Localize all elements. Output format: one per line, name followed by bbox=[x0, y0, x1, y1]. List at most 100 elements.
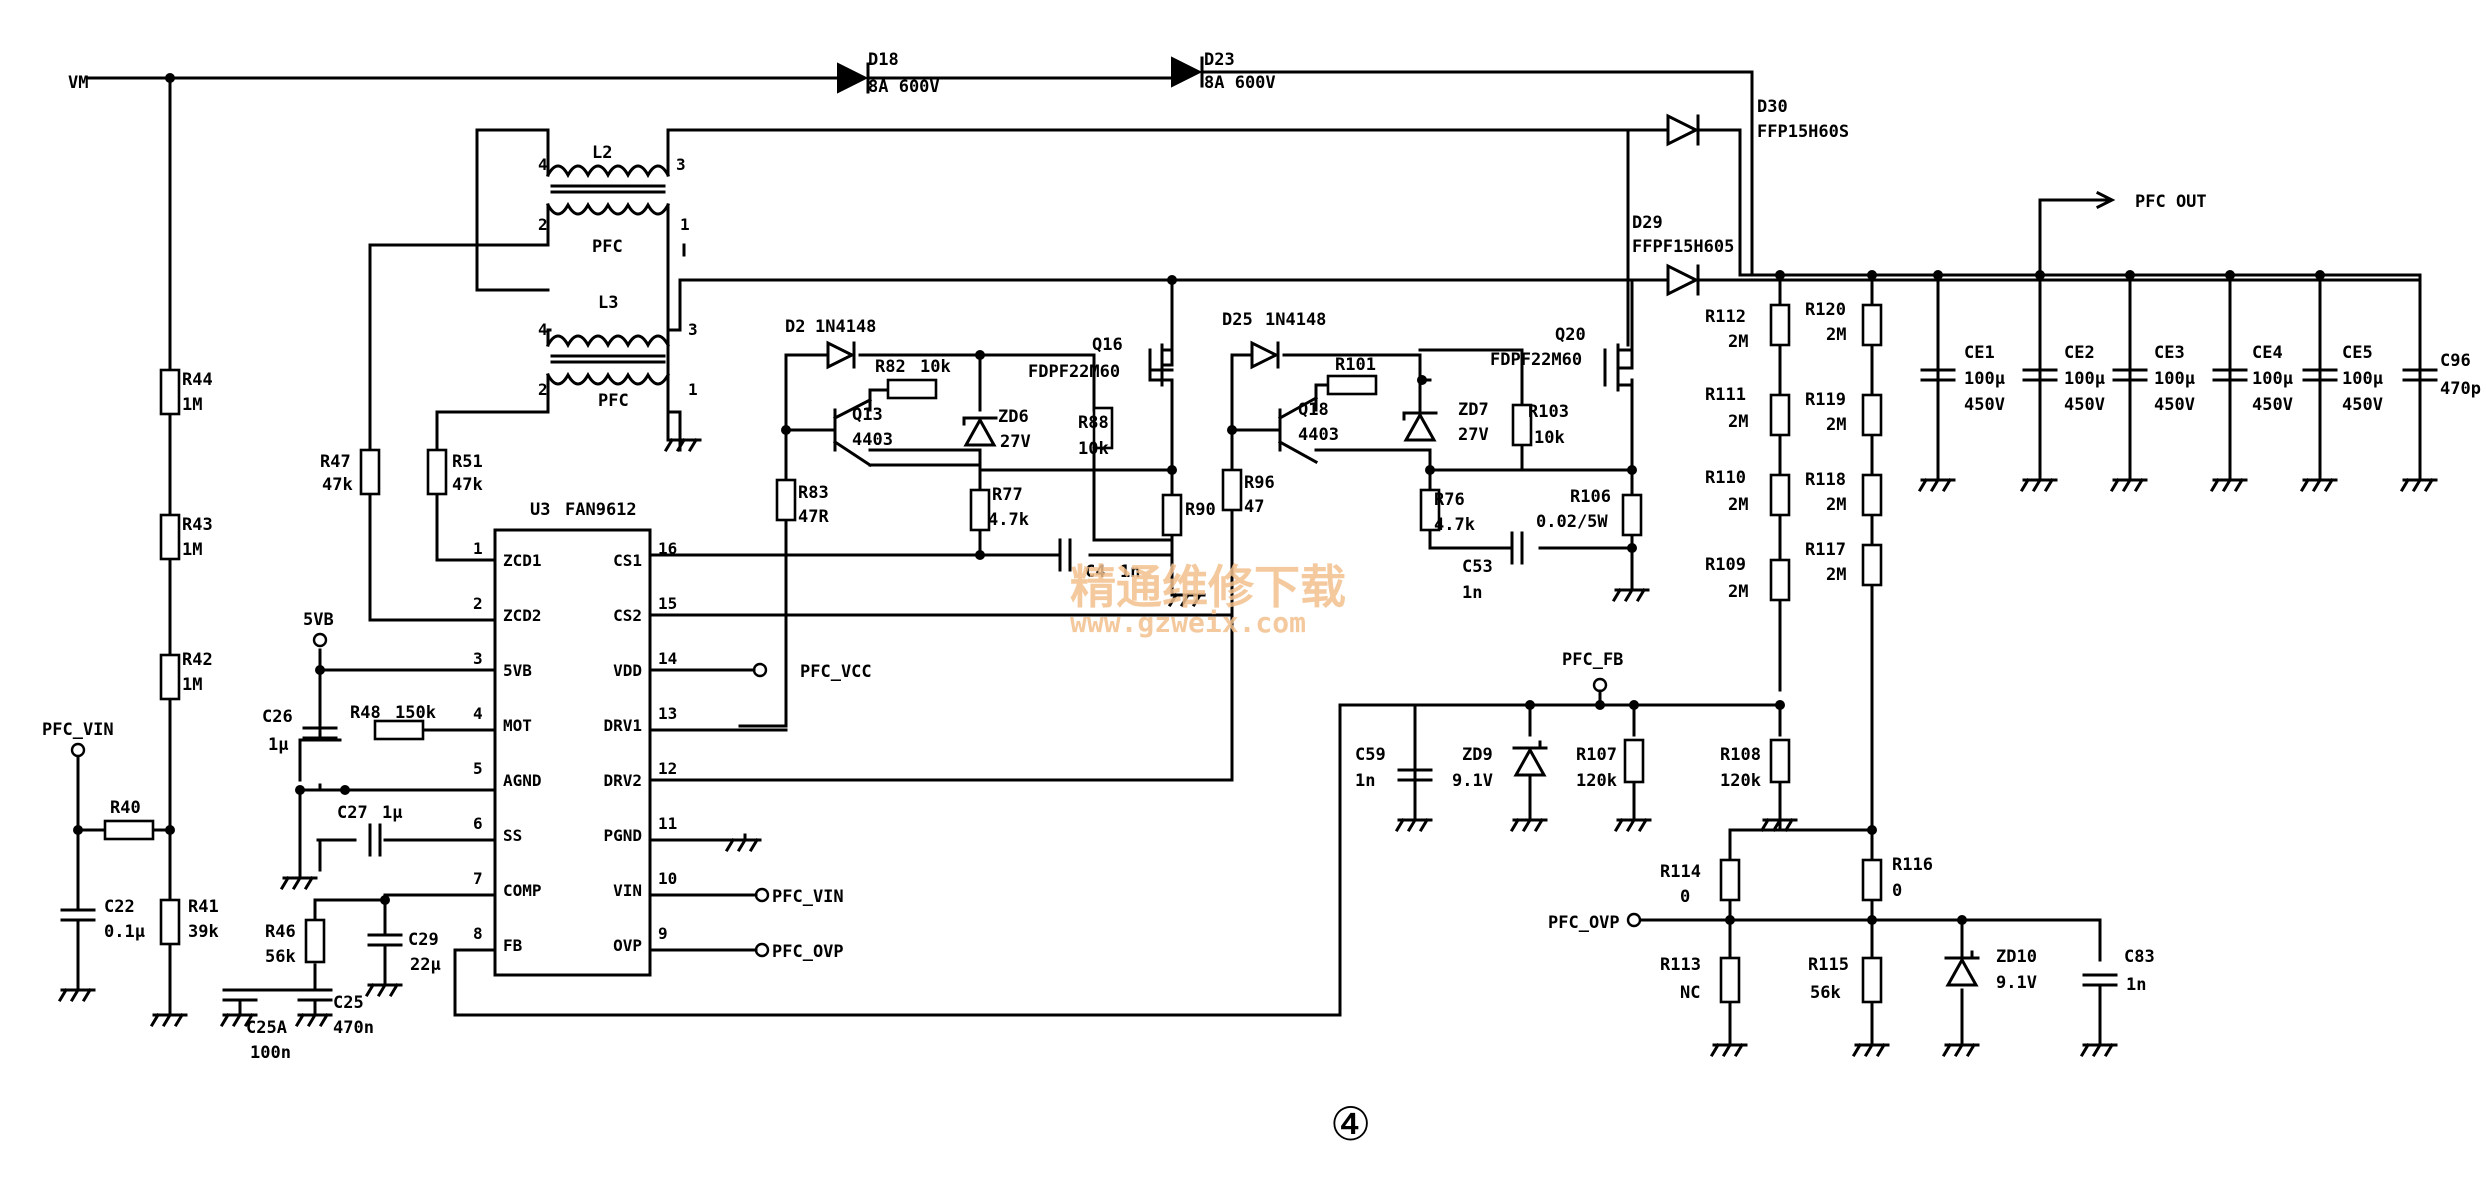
resistor-r108-icon bbox=[1769, 738, 1791, 784]
capacitor-ce1-icon bbox=[1920, 368, 1956, 382]
label-r83-value: 47R bbox=[798, 507, 829, 527]
ic-pin-name: AGND bbox=[503, 771, 542, 790]
label-c25a: C25A bbox=[246, 1018, 287, 1038]
label-q18: Q18 bbox=[1298, 400, 1329, 420]
ic-pin-number: 7 bbox=[473, 869, 483, 888]
ground-icon bbox=[149, 1012, 188, 1028]
label-ce1-value1: 100μ bbox=[1964, 369, 2005, 389]
ic-pin-name: OVP bbox=[613, 936, 642, 955]
ic-pin-number: 12 bbox=[658, 759, 677, 778]
junctions bbox=[73, 73, 2325, 925]
label-q16-value: FDPF22M60 bbox=[1028, 362, 1120, 382]
ic-pin-name: DRV1 bbox=[603, 716, 642, 735]
label-r47: R47 bbox=[320, 452, 351, 472]
label-r47-value: 47k bbox=[322, 475, 353, 495]
ic-pin-name: CS2 bbox=[613, 606, 642, 625]
ic-pin-number: 8 bbox=[473, 924, 483, 943]
label-c4-value: 1n bbox=[1120, 562, 1140, 582]
ic-pin-number: 3 bbox=[473, 649, 483, 668]
mosfet-q20-icon bbox=[1603, 343, 1634, 392]
label-r77: R77 bbox=[992, 485, 1023, 505]
ic-body bbox=[493, 528, 652, 977]
label-r46: R46 bbox=[265, 922, 296, 942]
capacitor-c26-icon bbox=[302, 726, 338, 740]
watermark-url: www.gzweix.com bbox=[1070, 606, 1306, 639]
ic-pin-number: 2 bbox=[473, 594, 483, 613]
label-q20-value: FDPF22M60 bbox=[1490, 350, 1582, 370]
label-r117-value: 2M bbox=[1826, 565, 1846, 585]
ic-u3: U3 FAN9612 1ZCD12ZCD235VB4MOT5AGND6SS7CO… bbox=[473, 500, 677, 977]
label-r96: R96 bbox=[1244, 473, 1275, 493]
ic-pin-name: ZCD1 bbox=[503, 551, 542, 570]
resistors bbox=[103, 303, 1883, 1004]
zener-zd9-icon bbox=[1512, 740, 1548, 777]
net-pfc-vin: PFC_VIN bbox=[42, 720, 114, 740]
ground-icon bbox=[1611, 587, 1650, 603]
label-c53-value: 1n bbox=[1462, 583, 1482, 603]
label-ce2-value2: 450V bbox=[2064, 395, 2105, 415]
capacitor-ce5-icon bbox=[2302, 368, 2338, 382]
capacitor-c59-icon bbox=[1397, 768, 1433, 782]
capacitor-c96-icon bbox=[2402, 368, 2438, 382]
label-d29: D29 bbox=[1632, 213, 1663, 233]
ground-icon bbox=[219, 1012, 258, 1028]
ic-pin-name: 5VB bbox=[503, 661, 532, 680]
label-c22-value: 0.1μ bbox=[104, 922, 145, 942]
label-d18: D18 bbox=[868, 50, 899, 70]
ground-icon bbox=[1917, 477, 1956, 493]
resistor-r112-icon bbox=[1769, 303, 1791, 347]
ic-part: FAN9612 bbox=[565, 500, 637, 520]
watermark: 精通维修下载 www.gzweix.com bbox=[1070, 560, 1346, 639]
diode-d30-icon bbox=[1666, 113, 1700, 147]
ic-pin-name: SS bbox=[503, 826, 522, 845]
label-r110: R110 bbox=[1705, 468, 1746, 488]
resistor-r42-icon bbox=[159, 653, 181, 701]
net-pfc-out: PFC OUT bbox=[2135, 192, 2207, 212]
label-r115-value: 56k bbox=[1810, 983, 1841, 1003]
transformer-l3-icon bbox=[545, 328, 671, 414]
label-c53: C53 bbox=[1462, 557, 1493, 577]
label-c96-value: 470p bbox=[2440, 379, 2481, 399]
pnp-q13-icon bbox=[813, 397, 873, 468]
label-r82: R82 bbox=[875, 357, 906, 377]
label-r110-value: 2M bbox=[1728, 495, 1748, 515]
label-c96: C96 bbox=[2440, 351, 2471, 371]
label-r90: R90 bbox=[1185, 500, 1216, 520]
pfc-out-arrow-icon bbox=[2095, 190, 2116, 210]
page-number: ④ bbox=[1330, 1097, 1371, 1151]
label-l3: L3 bbox=[598, 293, 618, 313]
diode-d25-icon bbox=[1250, 340, 1280, 370]
diode-d23-icon bbox=[1171, 56, 1204, 88]
ground-icon bbox=[2209, 477, 2248, 493]
label-r113: R113 bbox=[1660, 955, 1701, 975]
label-r83: R83 bbox=[798, 483, 829, 503]
zener-zd7-icon bbox=[1402, 411, 1438, 442]
resistor-r82-icon bbox=[886, 378, 938, 400]
ground-icon bbox=[1167, 592, 1206, 608]
capacitor-c53-icon bbox=[1510, 531, 1524, 565]
ic-pin-number: 14 bbox=[658, 649, 677, 668]
label-r103: R103 bbox=[1528, 402, 1569, 422]
ground-icon bbox=[2109, 477, 2148, 493]
ic-pin-name: COMP bbox=[503, 881, 542, 900]
resistor-r117-icon bbox=[1861, 543, 1883, 587]
ground-icon bbox=[1709, 1042, 1748, 1058]
resistor-r106-icon bbox=[1621, 493, 1643, 537]
net-pfc-fb: PFC_FB bbox=[1562, 650, 1623, 670]
resistor-r46-icon bbox=[304, 918, 326, 964]
label-r108-value: 120k bbox=[1720, 771, 1761, 791]
ground-icon bbox=[1941, 1042, 1980, 1058]
label-l2-pin2: 2 bbox=[538, 215, 548, 234]
label-ce1: CE1 bbox=[1964, 343, 1995, 363]
resistor-r48-icon bbox=[373, 719, 425, 741]
ground-icon bbox=[1394, 817, 1433, 833]
zener-zd10-icon bbox=[1944, 950, 1980, 987]
ic-pin-number: 6 bbox=[473, 814, 483, 833]
label-c83-value: 1n bbox=[2126, 975, 2146, 995]
ic-pin-name: VDD bbox=[613, 661, 642, 680]
resistor-r43-icon bbox=[159, 513, 181, 561]
grounds bbox=[57, 437, 2438, 1058]
net-pfc-ovp-ic: PFC_OVP bbox=[772, 942, 844, 962]
resistor-r44-icon bbox=[159, 368, 181, 416]
